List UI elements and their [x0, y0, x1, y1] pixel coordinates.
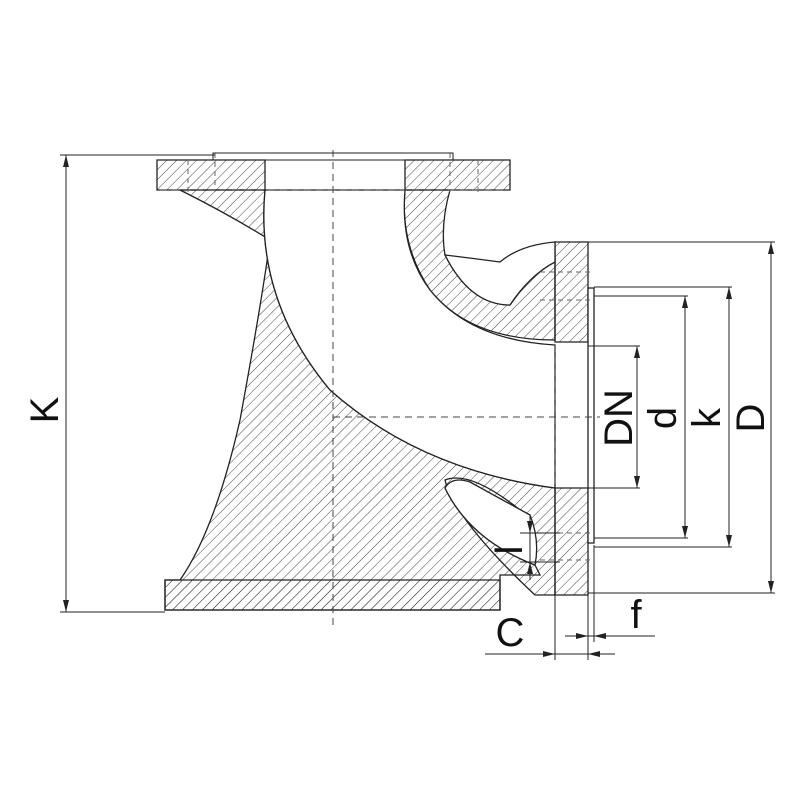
dim-d-arrow-bottom — [682, 526, 688, 538]
dim-k-arrow-bottom — [726, 535, 732, 547]
dim-f-arrow-left — [576, 633, 588, 639]
label-D: D — [729, 404, 773, 433]
dim-K-arrow-top — [63, 155, 69, 167]
lower-pocket — [444, 479, 538, 566]
label-I: I — [487, 544, 531, 555]
raised-face — [587, 287, 595, 544]
dim-D-arrow-top — [768, 242, 774, 254]
side-flange-lower — [554, 487, 589, 596]
dim-I-arrow-top — [527, 521, 533, 533]
side-flange — [554, 241, 589, 343]
dim-d-arrow-top — [682, 296, 688, 308]
label-f: f — [630, 593, 642, 637]
dim-C-arrow-right — [588, 651, 600, 657]
dim-DN-arrow-bottom — [634, 476, 640, 488]
label-d: d — [641, 407, 685, 429]
label-C: C — [496, 611, 525, 655]
inner-bore-curve — [263, 189, 556, 489]
dim-k-arrow-top — [726, 287, 732, 299]
dim-I-arrow-bottom — [527, 562, 533, 574]
dim-K-arrow-bottom — [63, 600, 69, 612]
top-flange-left — [156, 159, 266, 191]
dim-DN-arrow-top — [634, 346, 640, 358]
label-k: k — [685, 407, 729, 428]
upper-pocket — [443, 241, 556, 306]
top-flange-rf — [212, 152, 454, 161]
dim-f-arrow-right — [594, 633, 606, 639]
label-DN: DN — [597, 389, 641, 447]
dim-D-arrow-bottom — [768, 581, 774, 593]
top-flange-right — [404, 159, 511, 191]
dim-C-arrow-left — [543, 651, 555, 657]
label-K: K — [23, 396, 67, 423]
